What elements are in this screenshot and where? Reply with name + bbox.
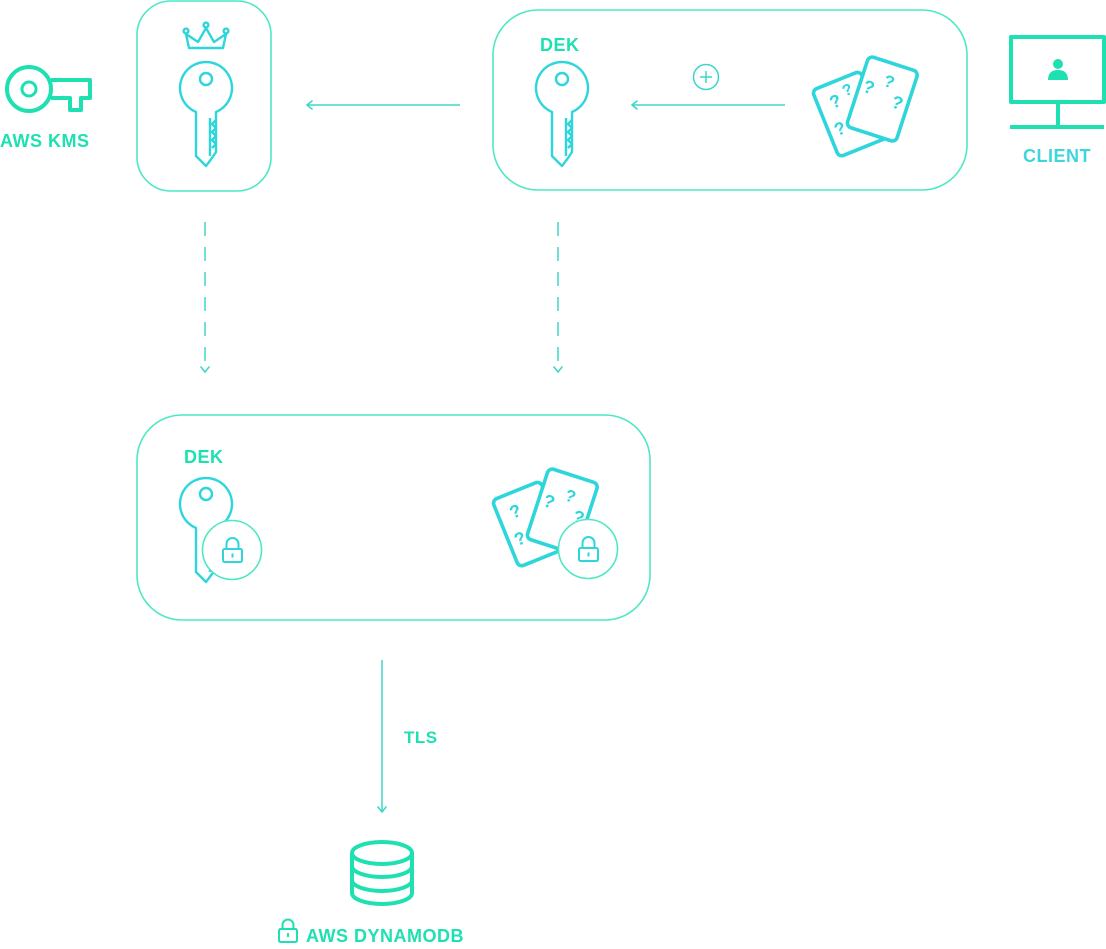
- aws-dynamodb-label: AWS DYNAMODB: [306, 926, 464, 946]
- dynamodb-lock-icon: [278, 918, 298, 943]
- lock-icon: [578, 536, 599, 562]
- dek-key-icon: [534, 60, 590, 168]
- dek-lock-badge: [201, 519, 263, 581]
- data-lock-badge: [557, 518, 619, 580]
- encrypted-payload-box: [136, 414, 651, 621]
- kms-master-key-box: [136, 0, 272, 192]
- encrypted-data-cards-icon: ? ? ? ? ?: [491, 467, 599, 568]
- data-cards-icon: ? ? ? ? ? ?: [811, 55, 919, 158]
- user-icon: [1048, 59, 1068, 80]
- crown-icon: [182, 21, 230, 50]
- dek-plaintext-box: [492, 9, 968, 191]
- master-key-icon: [178, 60, 234, 168]
- plus-icon: [692, 63, 720, 91]
- database-icon: [350, 840, 414, 906]
- dek-bottom-label: DEK: [184, 447, 224, 467]
- lock-icon: [222, 537, 243, 563]
- tls-label: TLS: [404, 728, 438, 747]
- client-monitor-icon: [1009, 35, 1106, 129]
- aws-kms-key-icon: [5, 65, 92, 113]
- dek-top-label: DEK: [540, 35, 580, 55]
- aws-kms-label: AWS KMS: [0, 131, 90, 151]
- client-label: CLIENT: [1023, 146, 1091, 166]
